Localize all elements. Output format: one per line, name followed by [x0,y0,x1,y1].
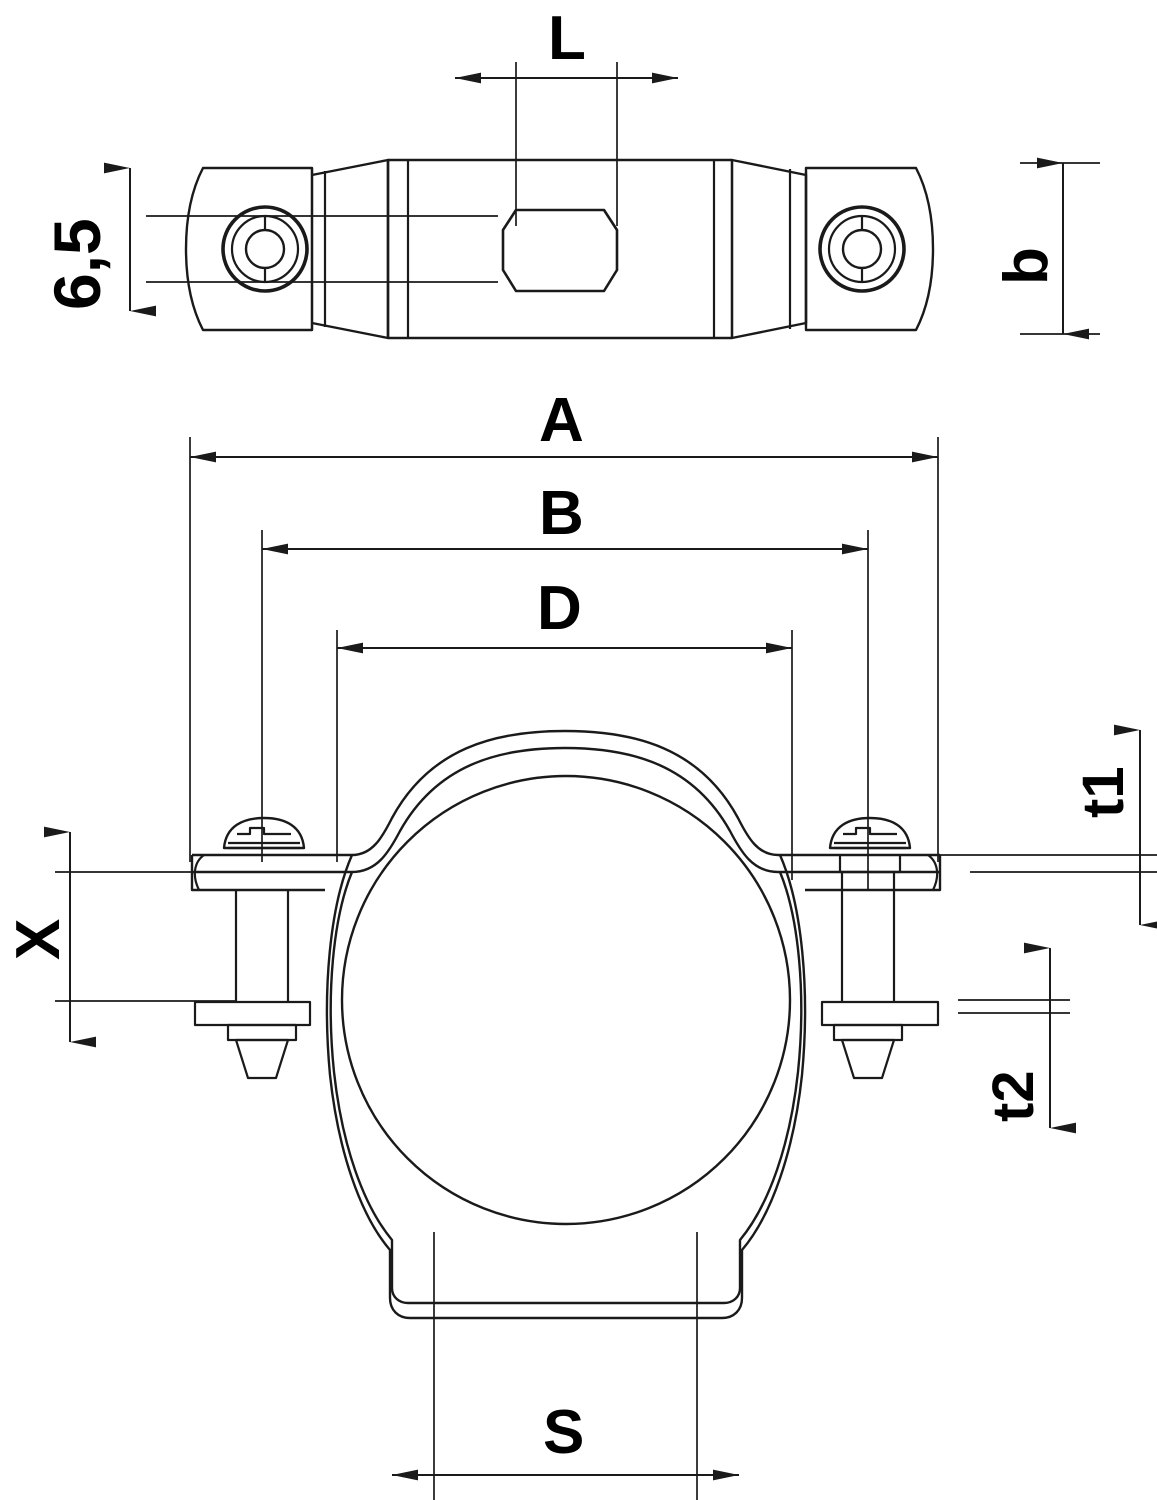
clamp-arm-inner-contour [329,871,803,1305]
dimension-t1 [940,724,1157,931]
clamp-band-inner [192,746,940,874]
dimension-label-6-5: 6,5 [40,218,114,310]
dimension-label-B: B [539,479,584,548]
dimension-label-A: A [539,386,584,455]
bolt-hole-right-outer [818,205,906,293]
screw-right [820,816,940,1080]
dimension-label-b: b [992,247,1061,285]
strap-taper-right [731,158,808,340]
clamp-assembly [190,729,942,1320]
strap-taper-left [311,158,390,340]
screw-left-nut-taper [234,1038,290,1080]
dimension-S [392,1232,739,1500]
dimension-label-D: D [537,574,582,643]
dimension-label-L: L [548,4,586,73]
strap-outline-left-tab [184,166,314,332]
dimension-B [261,530,869,890]
screw-left-head-slot [237,826,291,836]
screw-right-nut-flange [820,1000,940,1027]
dimension-b [1020,157,1100,340]
dimension-D [336,630,793,880]
bolt-hole-right-inner [841,228,883,270]
clamp-band-outer [192,729,940,857]
dimension-label-t1: t1 [1071,766,1136,818]
dimension-X [44,826,235,1048]
dimension-t2 [958,942,1076,1134]
screw-left [193,816,312,1080]
clamp-flange-left-plate [190,855,325,892]
bolt-hole-left-inner [244,228,286,270]
screw-right-nut-taper [840,1038,896,1080]
dimension-A [189,437,939,862]
screw-right-head-dome [828,816,912,850]
screw-left-nut-flange [193,1000,312,1027]
dimension-L [455,62,678,226]
clamp-flange-right-roll [927,854,939,891]
central-boss [501,208,619,293]
top-view-group [146,158,935,340]
clamp-arm-left-outer [325,854,807,1320]
screw-right-head-slot [843,826,897,836]
screw-right-washer [838,855,902,874]
dimension-label-t2: t2 [981,1070,1046,1122]
screw-left-head-dome [222,816,306,850]
bolt-hole-left-outer [221,205,309,293]
strap-body-center [386,158,734,340]
clamp-flange-left-roll [193,854,205,891]
clamp-flange-right-plate [805,855,942,892]
dimension-label-S: S [543,1398,585,1467]
screw-left-nut-collar [226,1023,298,1042]
dimension-label-X: X [4,918,73,960]
strap-outline-right-tab [804,166,935,332]
screw-right-nut-collar [832,1023,904,1042]
pipe-circle [340,774,792,1226]
